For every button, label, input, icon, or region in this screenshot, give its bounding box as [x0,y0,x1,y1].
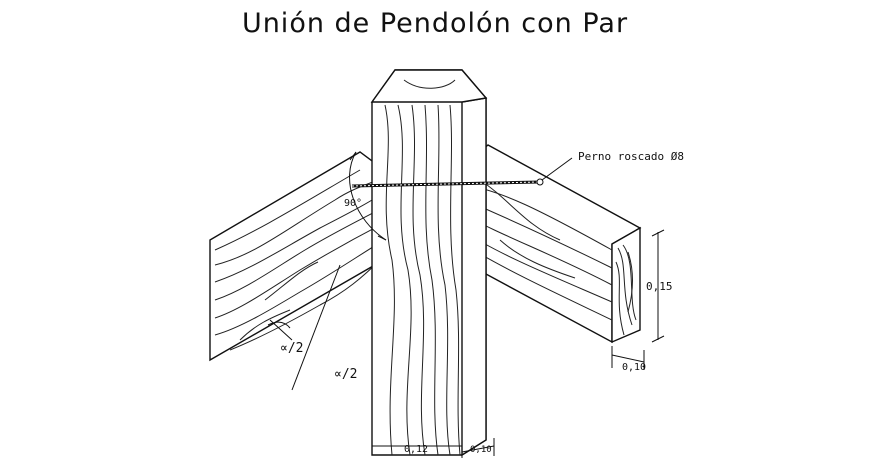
dim-rafter-width [611,346,645,370]
left-rafter-grain [214,169,389,351]
dim-height-label: 0,15 [646,280,673,293]
bolt-label: Perno roscado Ø8 [578,150,684,163]
half-angle-left-mark [267,264,341,391]
drawing-title: Unión de Pendolón con Par [241,8,629,39]
king-post [370,69,488,457]
right-rafter-grain [464,179,613,321]
half-angle-center-label: ∝/2 [334,367,357,382]
dim-king-width [371,440,463,458]
half-angle-left-label: ∝/2 [280,341,303,356]
dim-depth-king-label: 0,10 [470,445,492,455]
dim-width-side-label: 0,10 [622,362,646,373]
king-post-grain [384,79,461,456]
rafter-end-grain [615,244,637,336]
dim-rafter-height [651,229,665,343]
right-angle-mark [349,151,387,241]
angle-90-label: 90° [344,198,362,209]
dim-width-king-label: 0,12 [404,444,428,455]
dim-king-depth [461,438,495,456]
left-rafter [209,151,396,362]
threaded-bolt [351,157,573,188]
